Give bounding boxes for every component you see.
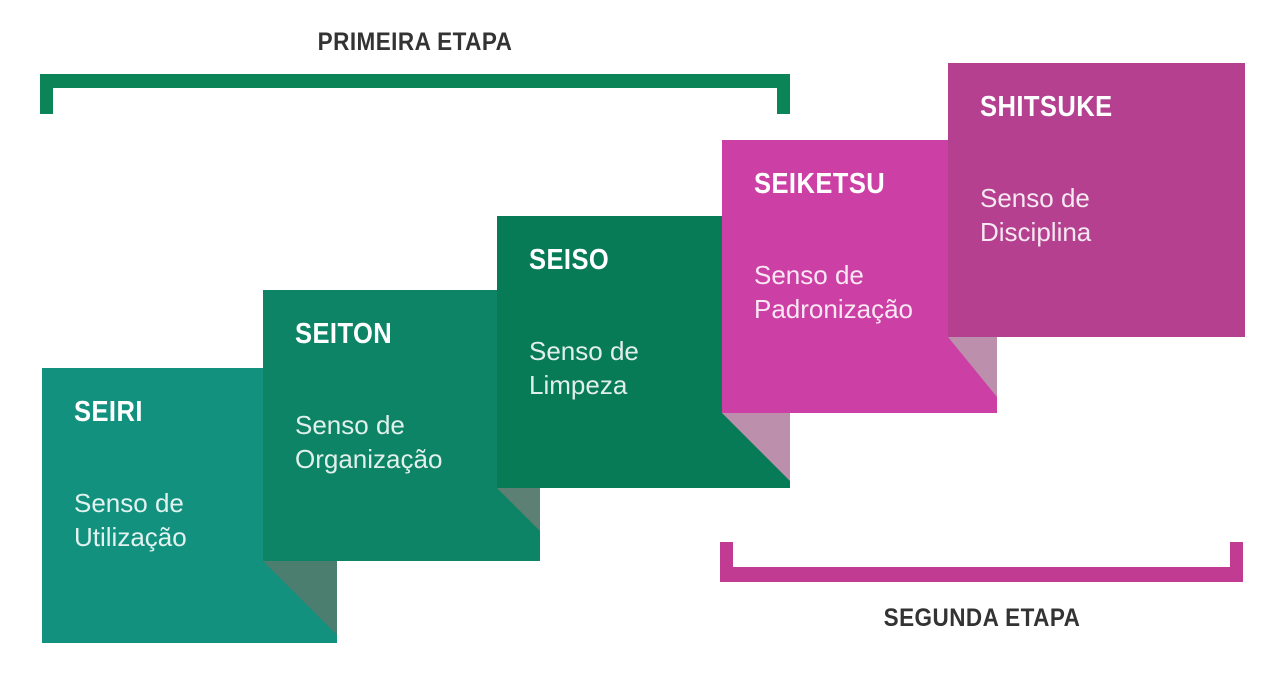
card-seiri-subtitle: Senso de Utilização (74, 488, 187, 552)
bracket-segunda-etapa (720, 542, 1243, 582)
bracket-primeira-etapa (40, 74, 790, 114)
stage-title-segunda-etapa: SEGUNDA ETAPA (883, 604, 1081, 632)
card-seiton-title: SEITON (295, 318, 393, 350)
card-shitsuke-title: SHITSUKE (980, 91, 1113, 123)
card-seiketsu-subtitle: Senso de Padronização (754, 260, 913, 324)
card-seiton: SEITON Senso de Organização (263, 290, 540, 561)
card-seiketsu-title: SEIKETSU (754, 168, 886, 200)
card-seiso-subtitle: Senso de Limpeza (529, 336, 639, 400)
card-seiton-subtitle: Senso de Organização (295, 410, 443, 474)
card-shitsuke-subtitle: Senso de Disciplina (980, 183, 1092, 247)
card-seiso-title: SEISO (529, 244, 610, 276)
card-seiri-title: SEIRI (74, 396, 143, 428)
card-shitsuke: SHITSUKE Senso de Disciplina (948, 63, 1245, 337)
stage-title-primeira-etapa: PRIMEIRA ETAPA (317, 28, 513, 56)
